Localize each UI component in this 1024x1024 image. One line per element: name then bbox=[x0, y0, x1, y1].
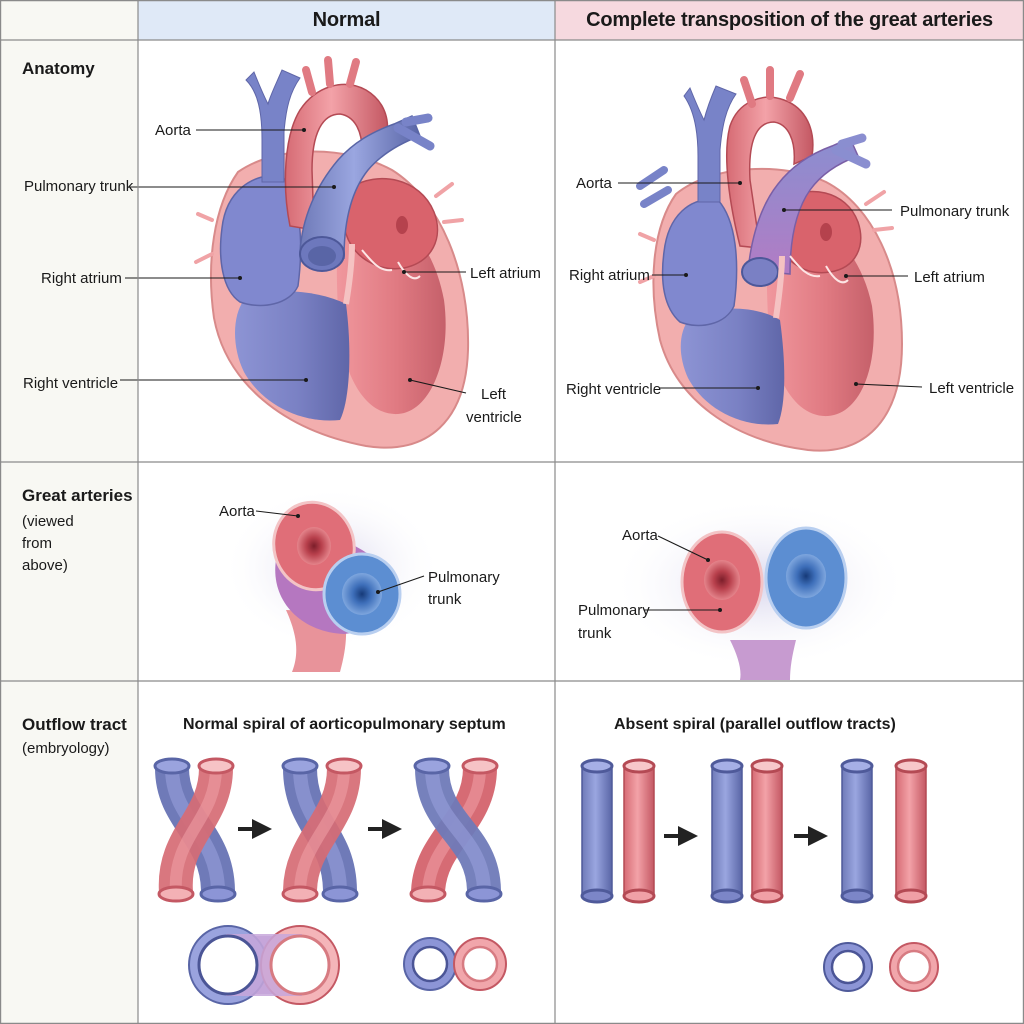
tga-right-atrium bbox=[661, 198, 738, 327]
tga-great-arteries-labels: Aorta Pulmonary trunk bbox=[578, 527, 722, 642]
row-sub-great-arteries-3: above) bbox=[22, 557, 68, 574]
tga-anatomy-labels: Aorta Pulmonary trunk Right atrium Left … bbox=[566, 175, 1014, 398]
label-normal-right-atrium: Right atrium bbox=[41, 270, 122, 287]
normal-great-arteries-labels: Aorta Pulmonary trunk bbox=[219, 503, 500, 608]
label-normal-aorta: Aorta bbox=[155, 122, 192, 139]
label-tga-ga-pulmonary-1: Pulmonary bbox=[578, 602, 650, 619]
row-sub-great-arteries-2: from bbox=[22, 535, 52, 552]
normal-right-atrium bbox=[219, 174, 302, 307]
row-title-outflow: Outflow tract bbox=[22, 715, 127, 734]
label-normal-ga-pulmonary-2: trunk bbox=[428, 591, 462, 608]
label-tga-right-atrium: Right atrium bbox=[569, 267, 650, 284]
normal-right-ventricle bbox=[235, 291, 350, 421]
normal-anatomy-labels: Aorta Pulmonary trunk Right atrium Right… bbox=[23, 122, 541, 426]
row-label-column bbox=[0, 40, 138, 1024]
row-title-anatomy: Anatomy bbox=[22, 59, 95, 78]
label-normal-right-ventricle: Right ventricle bbox=[23, 375, 118, 392]
outflow-normal-title: Normal spiral of aorticopulmonary septum bbox=[183, 716, 506, 733]
row-sub-outflow: (embryology) bbox=[22, 740, 110, 757]
tga-right-ventricle bbox=[680, 308, 785, 425]
label-tga-ga-aorta: Aorta bbox=[622, 527, 659, 544]
row-sub-great-arteries-1: (viewed bbox=[22, 513, 74, 530]
row-title-great-arteries: Great arteries bbox=[22, 486, 133, 505]
tga-separate-cross-sections bbox=[823, 942, 939, 992]
label-tga-left-ventricle: Left ventricle bbox=[929, 380, 1014, 397]
tga-heart-illustration bbox=[636, 66, 904, 452]
outflow-tga-title: Absent spiral (parallel outflow tracts) bbox=[614, 716, 896, 733]
tga-svc bbox=[683, 85, 737, 203]
normal-septum-cross-section-small bbox=[403, 937, 507, 991]
header-normal: Normal bbox=[138, 0, 555, 40]
tga-parallel-stage-1 bbox=[580, 758, 656, 904]
normal-aorta bbox=[284, 83, 389, 231]
tga-parallel-stage-2 bbox=[710, 758, 784, 904]
header-tga: Complete transposition of the great arte… bbox=[555, 0, 1024, 40]
header-corner bbox=[0, 0, 138, 40]
label-tga-pulmonary-trunk: Pulmonary trunk bbox=[900, 203, 1010, 220]
tga-aorta bbox=[726, 96, 814, 249]
normal-svc bbox=[245, 69, 301, 183]
normal-spiral-stage-1 bbox=[153, 757, 237, 903]
label-tga-ga-pulmonary-2: trunk bbox=[578, 625, 612, 642]
tga-great-arteries-illustration bbox=[610, 498, 910, 680]
label-normal-left-ventricle-2: ventricle bbox=[466, 409, 522, 426]
normal-great-arteries-illustration bbox=[222, 486, 442, 672]
label-normal-left-atrium: Left atrium bbox=[470, 265, 541, 282]
label-normal-ga-aorta: Aorta bbox=[219, 503, 256, 520]
label-tga-aorta: Aorta bbox=[576, 175, 613, 192]
normal-heart-illustration bbox=[194, 56, 470, 449]
normal-spiral-stage-2 bbox=[281, 757, 363, 903]
normal-spiral-stage-3 bbox=[409, 757, 503, 903]
label-normal-left-ventricle-1: Left bbox=[481, 386, 507, 403]
tga-parallel-stage-3 bbox=[840, 758, 928, 904]
label-tga-left-atrium: Left atrium bbox=[914, 269, 985, 286]
normal-septum-cross-section-large bbox=[188, 925, 340, 1005]
tga-left-ventricle bbox=[766, 223, 874, 417]
label-normal-ga-pulmonary-1: Pulmonary bbox=[428, 569, 500, 586]
label-tga-right-ventricle: Right ventricle bbox=[566, 381, 661, 398]
label-normal-pulmonary-trunk: Pulmonary trunk bbox=[24, 178, 134, 195]
